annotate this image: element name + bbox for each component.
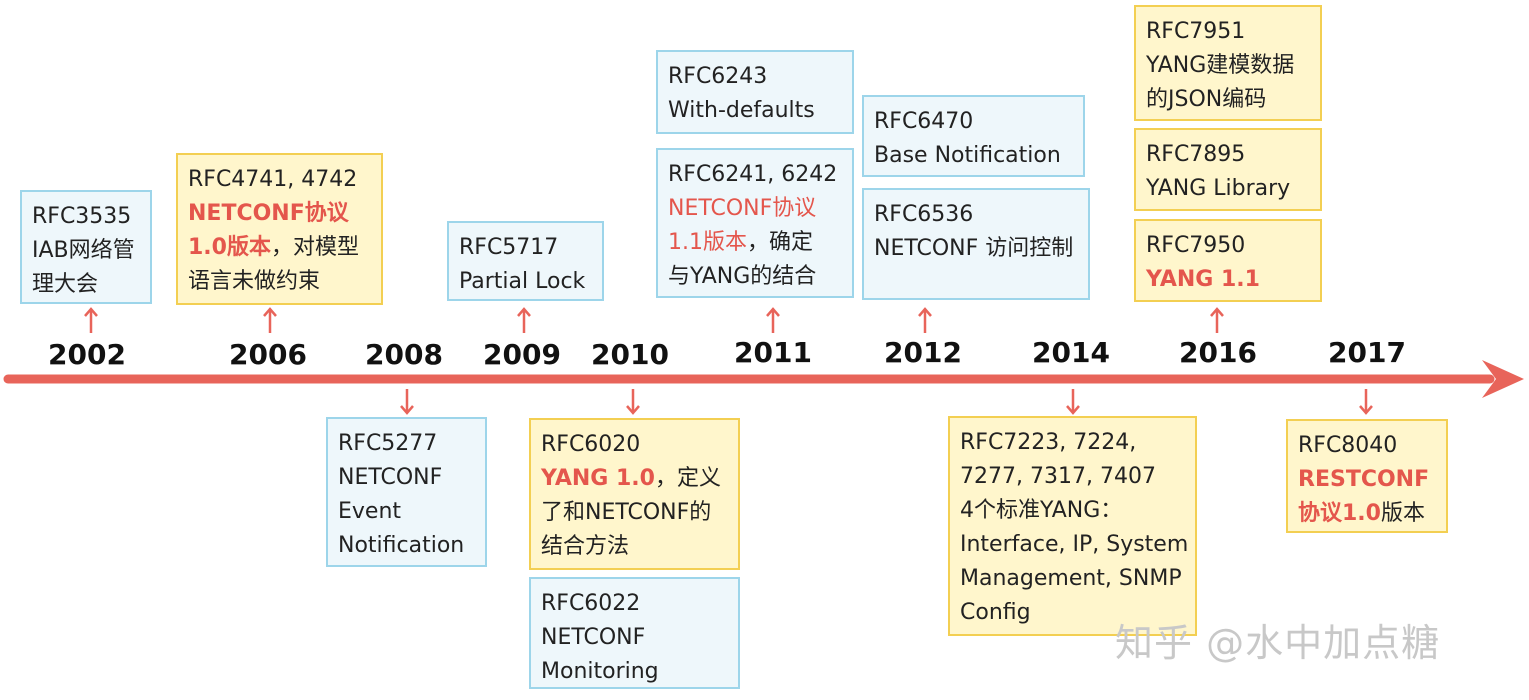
rfc-number: 7277, 7317, 7407 xyxy=(960,464,1156,489)
rfc-highlight: RESTCONF xyxy=(1298,467,1430,492)
rfc-description: 语言未做约束 xyxy=(188,269,321,294)
rfc-description: NETCONF xyxy=(541,625,646,650)
rfc-description: 4个标准YANG： xyxy=(960,498,1123,523)
timeline-axis xyxy=(3,360,1524,398)
arrow-down-icon xyxy=(1359,389,1373,415)
axis-arrowhead-icon xyxy=(1482,360,1524,398)
rfc-number: RFC6022 xyxy=(541,591,641,616)
rfc6241-box: RFC6241, 6242 NETCONF协议 1.1版本，确定 与YANG的结… xyxy=(656,148,854,298)
year-2014: 2014 xyxy=(1032,336,1110,369)
rfc7951-box: RFC7951 YANG建模数据 的JSON编码 xyxy=(1134,5,1322,121)
year-2011: 2011 xyxy=(734,336,812,369)
rfc6470-box: RFC6470 Base Notification xyxy=(862,95,1085,177)
arrow-up-icon xyxy=(766,307,780,333)
rfc6243-box: RFC6243 With-defaults xyxy=(656,50,854,134)
arrow-down-icon xyxy=(1066,389,1080,415)
arrow-up-icon xyxy=(918,307,932,333)
rfc-highlight: 1.1版本 xyxy=(668,230,747,255)
rfc-description: YANG Library xyxy=(1146,176,1291,201)
rfc-number: RFC6536 xyxy=(874,202,974,227)
rfc-number: RFC7223, 7224, xyxy=(960,430,1137,455)
year-2008: 2008 xyxy=(365,338,443,371)
rfc-highlight: NETCONF协议 xyxy=(668,196,817,221)
rfc-number: RFC3535 xyxy=(32,204,132,229)
arrow-down-icon xyxy=(626,389,640,415)
rfc-description: 的JSON编码 xyxy=(1146,87,1267,112)
rfc7950-box: RFC7950 YANG 1.1 xyxy=(1134,219,1322,302)
year-2010: 2010 xyxy=(591,338,669,371)
rfc5277-box: RFC5277 NETCONF Event Notification xyxy=(326,417,487,567)
year-2006: 2006 xyxy=(229,338,307,371)
rfc-description: 版本 xyxy=(1380,501,1425,526)
rfc-description: Base Notification xyxy=(874,143,1061,168)
rfc6536-box: RFC6536 NETCONF 访问控制 xyxy=(862,188,1090,300)
rfc3535-box: RFC3535 IAB网络管 理大会 xyxy=(20,190,152,304)
rfc-description: 结合方法 xyxy=(541,534,630,559)
rfc-description: Management, SNMP xyxy=(960,566,1182,591)
rfc4741-box: RFC4741, 4742 NETCONF协议 1.0版本，对模型 语言未做约束 xyxy=(176,153,383,305)
rfc-number: RFC7950 xyxy=(1146,233,1246,258)
rfc-description: With-defaults xyxy=(668,98,815,123)
arrow-up-icon xyxy=(263,307,277,333)
rfc-highlight: YANG 1.0 xyxy=(541,466,655,491)
rfc-description: ，对模型 xyxy=(270,235,359,260)
rfc-description: 与YANG的结合 xyxy=(668,264,817,289)
rfc6020-box: RFC6020 YANG 1.0，定义 了和NETCONF的 结合方法 xyxy=(529,418,740,570)
arrow-down-icon xyxy=(400,389,414,415)
rfc-number: RFC6243 xyxy=(668,64,768,89)
rfc-number: RFC8040 xyxy=(1298,433,1398,458)
year-2009: 2009 xyxy=(483,338,561,371)
rfc-description: Interface, IP, System xyxy=(960,532,1189,557)
rfc7223-box: RFC7223, 7224, 7277, 7317, 7407 4个标准YANG… xyxy=(948,416,1197,636)
rfc-number: RFC6241, 6242 xyxy=(668,162,838,187)
rfc-description: NETCONF xyxy=(338,465,443,490)
rfc-highlight: NETCONF协议 xyxy=(188,201,349,226)
year-2012: 2012 xyxy=(884,336,962,369)
rfc-description: Config xyxy=(960,600,1031,625)
arrow-up-icon xyxy=(84,307,98,333)
arrow-up-icon xyxy=(1210,307,1224,333)
rfc8040-box: RFC8040 RESTCONF 协议1.0版本 xyxy=(1286,419,1448,533)
rfc-number: RFC5277 xyxy=(338,431,438,456)
rfc5717-box: RFC5717 Partial Lock xyxy=(447,221,604,301)
rfc-number: RFC4741, 4742 xyxy=(188,167,358,192)
rfc-description: 了和NETCONF的 xyxy=(541,500,712,525)
watermark: 知乎 @水中加点糖 xyxy=(1115,621,1441,665)
rfc-description: ，确定 xyxy=(747,230,814,255)
year-2017: 2017 xyxy=(1328,336,1406,369)
rfc-description: Monitoring xyxy=(541,659,659,684)
rfc-highlight: 1.0版本 xyxy=(188,235,271,260)
rfc-description: Notification xyxy=(338,533,465,558)
rfc-description: NETCONF 访问控制 xyxy=(874,236,1074,261)
year-2016: 2016 xyxy=(1179,336,1257,369)
rfc-description: Event xyxy=(338,499,402,524)
rfc-description: IAB网络管 xyxy=(32,238,135,263)
rfc-highlight: YANG 1.1 xyxy=(1146,267,1260,292)
year-2002: 2002 xyxy=(48,338,126,371)
rfc7895-box: RFC7895 YANG Library xyxy=(1134,128,1322,211)
rfc-description: 理大会 xyxy=(32,272,99,297)
rfc-description: ，定义 xyxy=(654,466,721,491)
rfc-description: Partial Lock xyxy=(459,269,586,294)
rfc-number: RFC6020 xyxy=(541,432,641,457)
rfc-description: YANG建模数据 xyxy=(1146,53,1295,78)
rfc-number: RFC7895 xyxy=(1146,142,1246,167)
arrow-up-icon xyxy=(517,307,531,333)
rfc6022-box: RFC6022 NETCONF Monitoring xyxy=(529,577,740,689)
rfc-number: RFC5717 xyxy=(459,235,559,260)
rfc-number: RFC6470 xyxy=(874,109,974,134)
rfc-number: RFC7951 xyxy=(1146,19,1246,44)
rfc-highlight: 协议1.0 xyxy=(1298,501,1381,526)
